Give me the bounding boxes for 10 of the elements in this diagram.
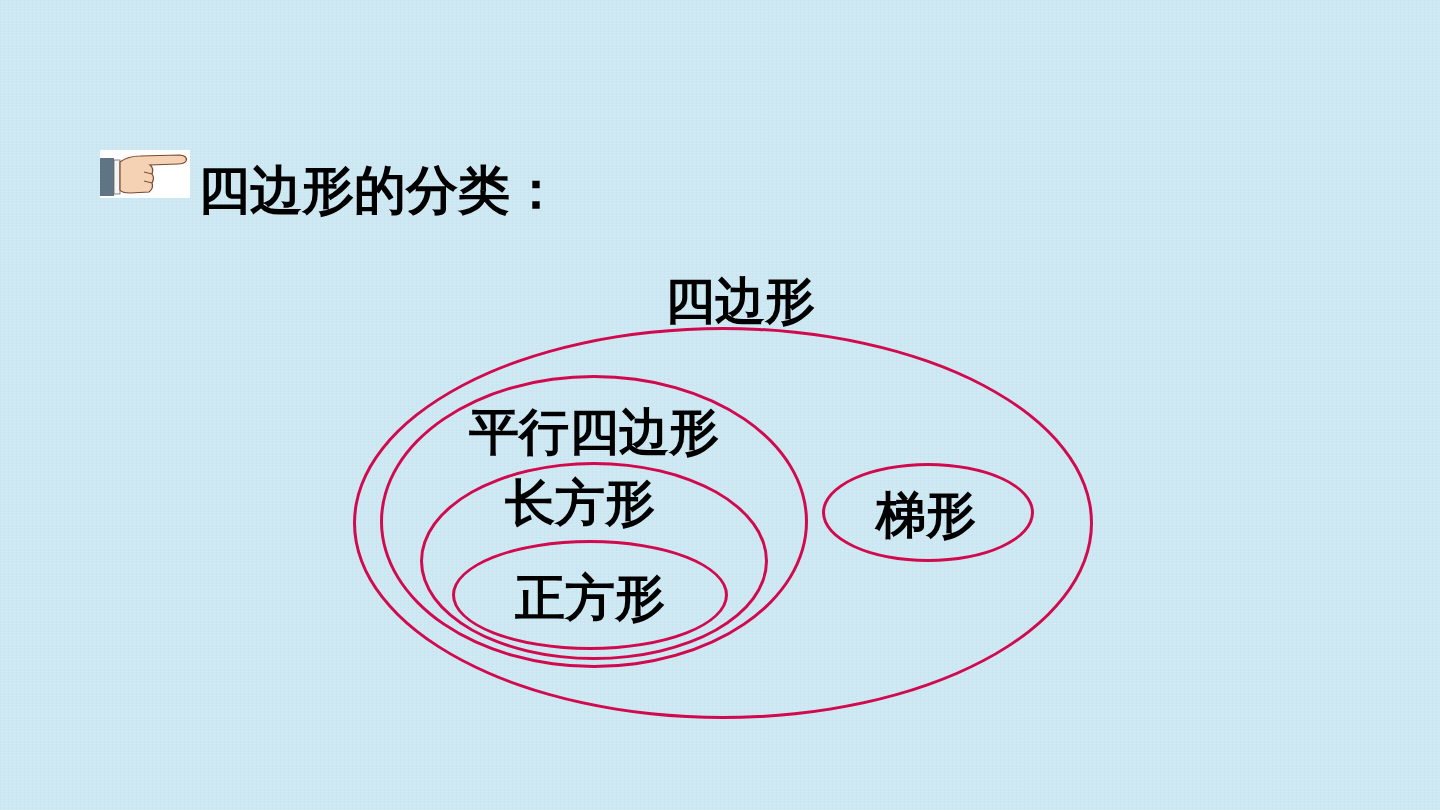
set-label: 正方形 bbox=[515, 573, 665, 623]
title: 四边形的分类： bbox=[198, 160, 562, 220]
set-label: 四边形 bbox=[665, 276, 815, 326]
set-ellipse bbox=[380, 375, 808, 668]
set-label: 长方形 bbox=[505, 478, 655, 528]
set-label: 平行四边形 bbox=[469, 407, 719, 457]
set-ellipse bbox=[452, 540, 728, 650]
set-ellipse bbox=[822, 463, 1034, 562]
set-label: 梯形 bbox=[876, 490, 976, 540]
set-ellipse bbox=[420, 462, 768, 660]
